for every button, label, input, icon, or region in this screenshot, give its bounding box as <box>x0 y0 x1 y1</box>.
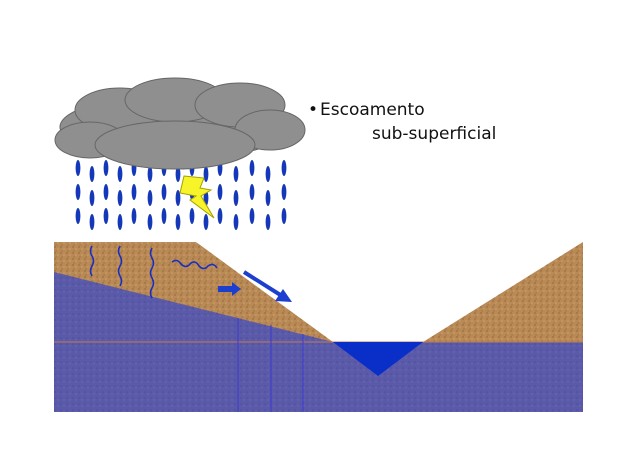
rain-drop-icon <box>265 166 271 182</box>
rain-drop-icon <box>117 214 123 230</box>
rain-drop-icon <box>89 214 95 230</box>
rain-drop-icon <box>281 184 287 200</box>
rain-drop-icon <box>75 208 81 224</box>
caption-line-2: sub-superficial <box>372 124 497 144</box>
river-channel <box>333 342 423 376</box>
rain-drop-icon <box>131 208 137 224</box>
rain-drop-icon <box>249 184 255 200</box>
bullet: • <box>308 100 319 120</box>
caption-line-1: Escoamento <box>320 100 425 120</box>
rain-drop-icon <box>75 184 81 200</box>
rain-drop-icon <box>175 190 181 206</box>
flow-arrow-icon <box>242 270 292 302</box>
rain-drop-icon <box>249 160 255 176</box>
rain-drop-icon <box>233 190 239 206</box>
rain-drop-icon <box>161 208 167 224</box>
cloud-icon <box>54 77 306 170</box>
rain-drop-icon <box>281 208 287 224</box>
rain-drop-icon <box>203 166 209 182</box>
rain-drop-icon <box>175 166 181 182</box>
rain-drop-icon <box>217 208 223 224</box>
rain-drop-icon <box>175 214 181 230</box>
rain-drop-icon <box>89 166 95 182</box>
soil-layer-right <box>423 242 583 342</box>
rain-drop-icon <box>189 208 195 224</box>
lightning-icon <box>179 175 215 219</box>
rain-drop-icon <box>89 190 95 206</box>
rain-drop-icon <box>203 214 209 230</box>
rain-drop-icon <box>103 160 109 176</box>
infiltration-paths <box>89 245 218 299</box>
rain-drop-icon <box>249 208 255 224</box>
rain <box>75 160 287 230</box>
rain-drop-icon <box>281 160 287 176</box>
rain-drop-icon <box>103 184 109 200</box>
rain-drop-icon <box>117 190 123 206</box>
rain-drop-icon <box>147 214 153 230</box>
rain-drop-icon <box>161 184 167 200</box>
rain-drop-icon <box>147 190 153 206</box>
rain-drop-icon <box>265 214 271 230</box>
flow-arrow-icon <box>218 282 241 296</box>
caption: •Escoamento sub-superficial <box>308 98 496 146</box>
rain-drop-icon <box>265 190 271 206</box>
rain-drop-icon <box>103 208 109 224</box>
rain-drop-icon <box>131 184 137 200</box>
rain-drop-icon <box>217 184 223 200</box>
rain-drop-icon <box>75 160 81 176</box>
rain-drop-icon <box>117 166 123 182</box>
rain-drop-icon <box>233 214 239 230</box>
rain-drop-icon <box>233 166 239 182</box>
rain-drop-icon <box>147 166 153 182</box>
